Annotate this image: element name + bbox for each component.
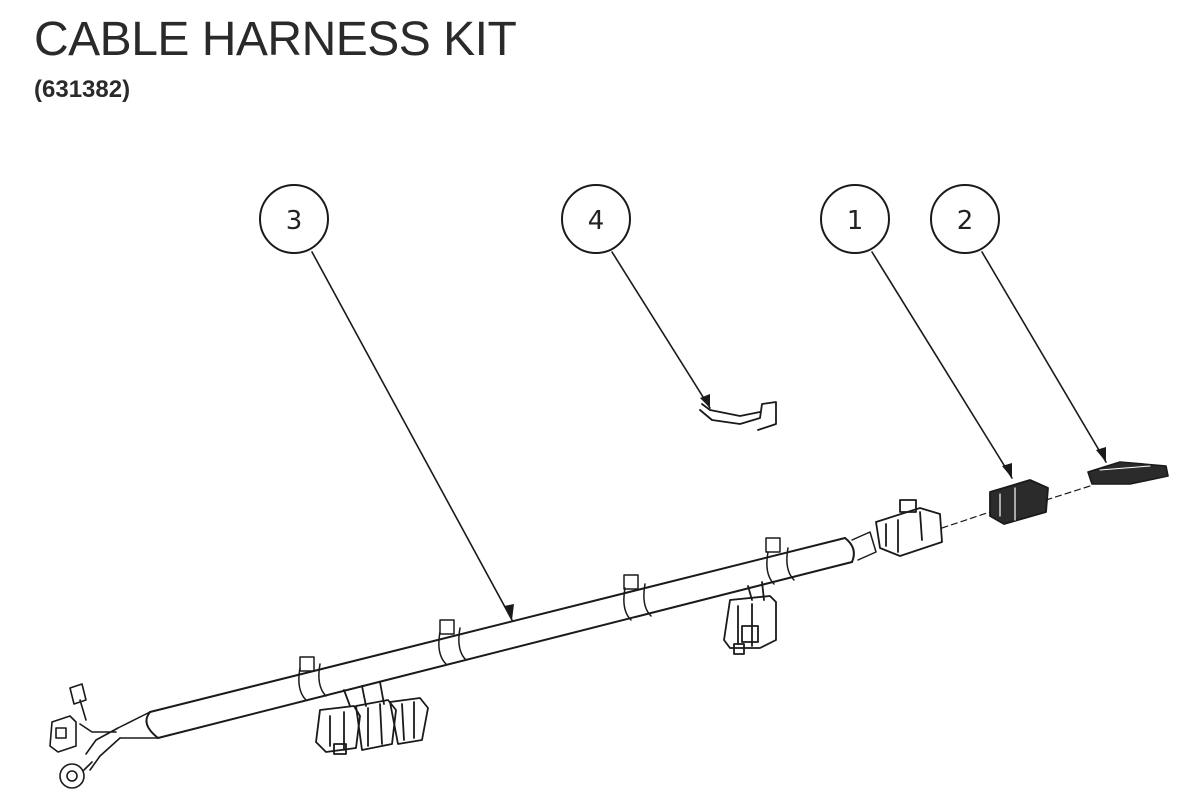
page-title: CABLE HARNESS KIT <box>34 13 517 66</box>
callout-balloon <box>820 184 890 254</box>
leader-arrowheads <box>504 394 1106 620</box>
harness-breakout-left <box>49 683 121 789</box>
drop-connector-cluster <box>315 681 429 755</box>
jumper-item-4 <box>699 401 777 431</box>
callout-4: 4 <box>561 184 631 254</box>
harness-tube <box>117 531 877 739</box>
leader-lines <box>311 251 1107 621</box>
tube-end-connector <box>875 499 991 557</box>
callout-label-2: 2 <box>957 206 974 236</box>
callout-balloon <box>561 184 631 254</box>
callout-3: 3 <box>259 184 329 254</box>
part-number: (631382) <box>34 76 131 103</box>
callout-balloon <box>259 184 329 254</box>
drop-connector-mid <box>723 581 777 655</box>
connector-item-2 <box>1087 461 1169 485</box>
callout-balloon <box>930 184 1000 254</box>
callout-label-4: 4 <box>588 206 605 236</box>
connector-item-1 <box>989 479 1091 525</box>
callout-2: 2 <box>930 184 1000 254</box>
callout-1: 1 <box>820 184 890 254</box>
callout-label-3: 3 <box>286 206 303 236</box>
callout-label-1: 1 <box>847 206 864 236</box>
